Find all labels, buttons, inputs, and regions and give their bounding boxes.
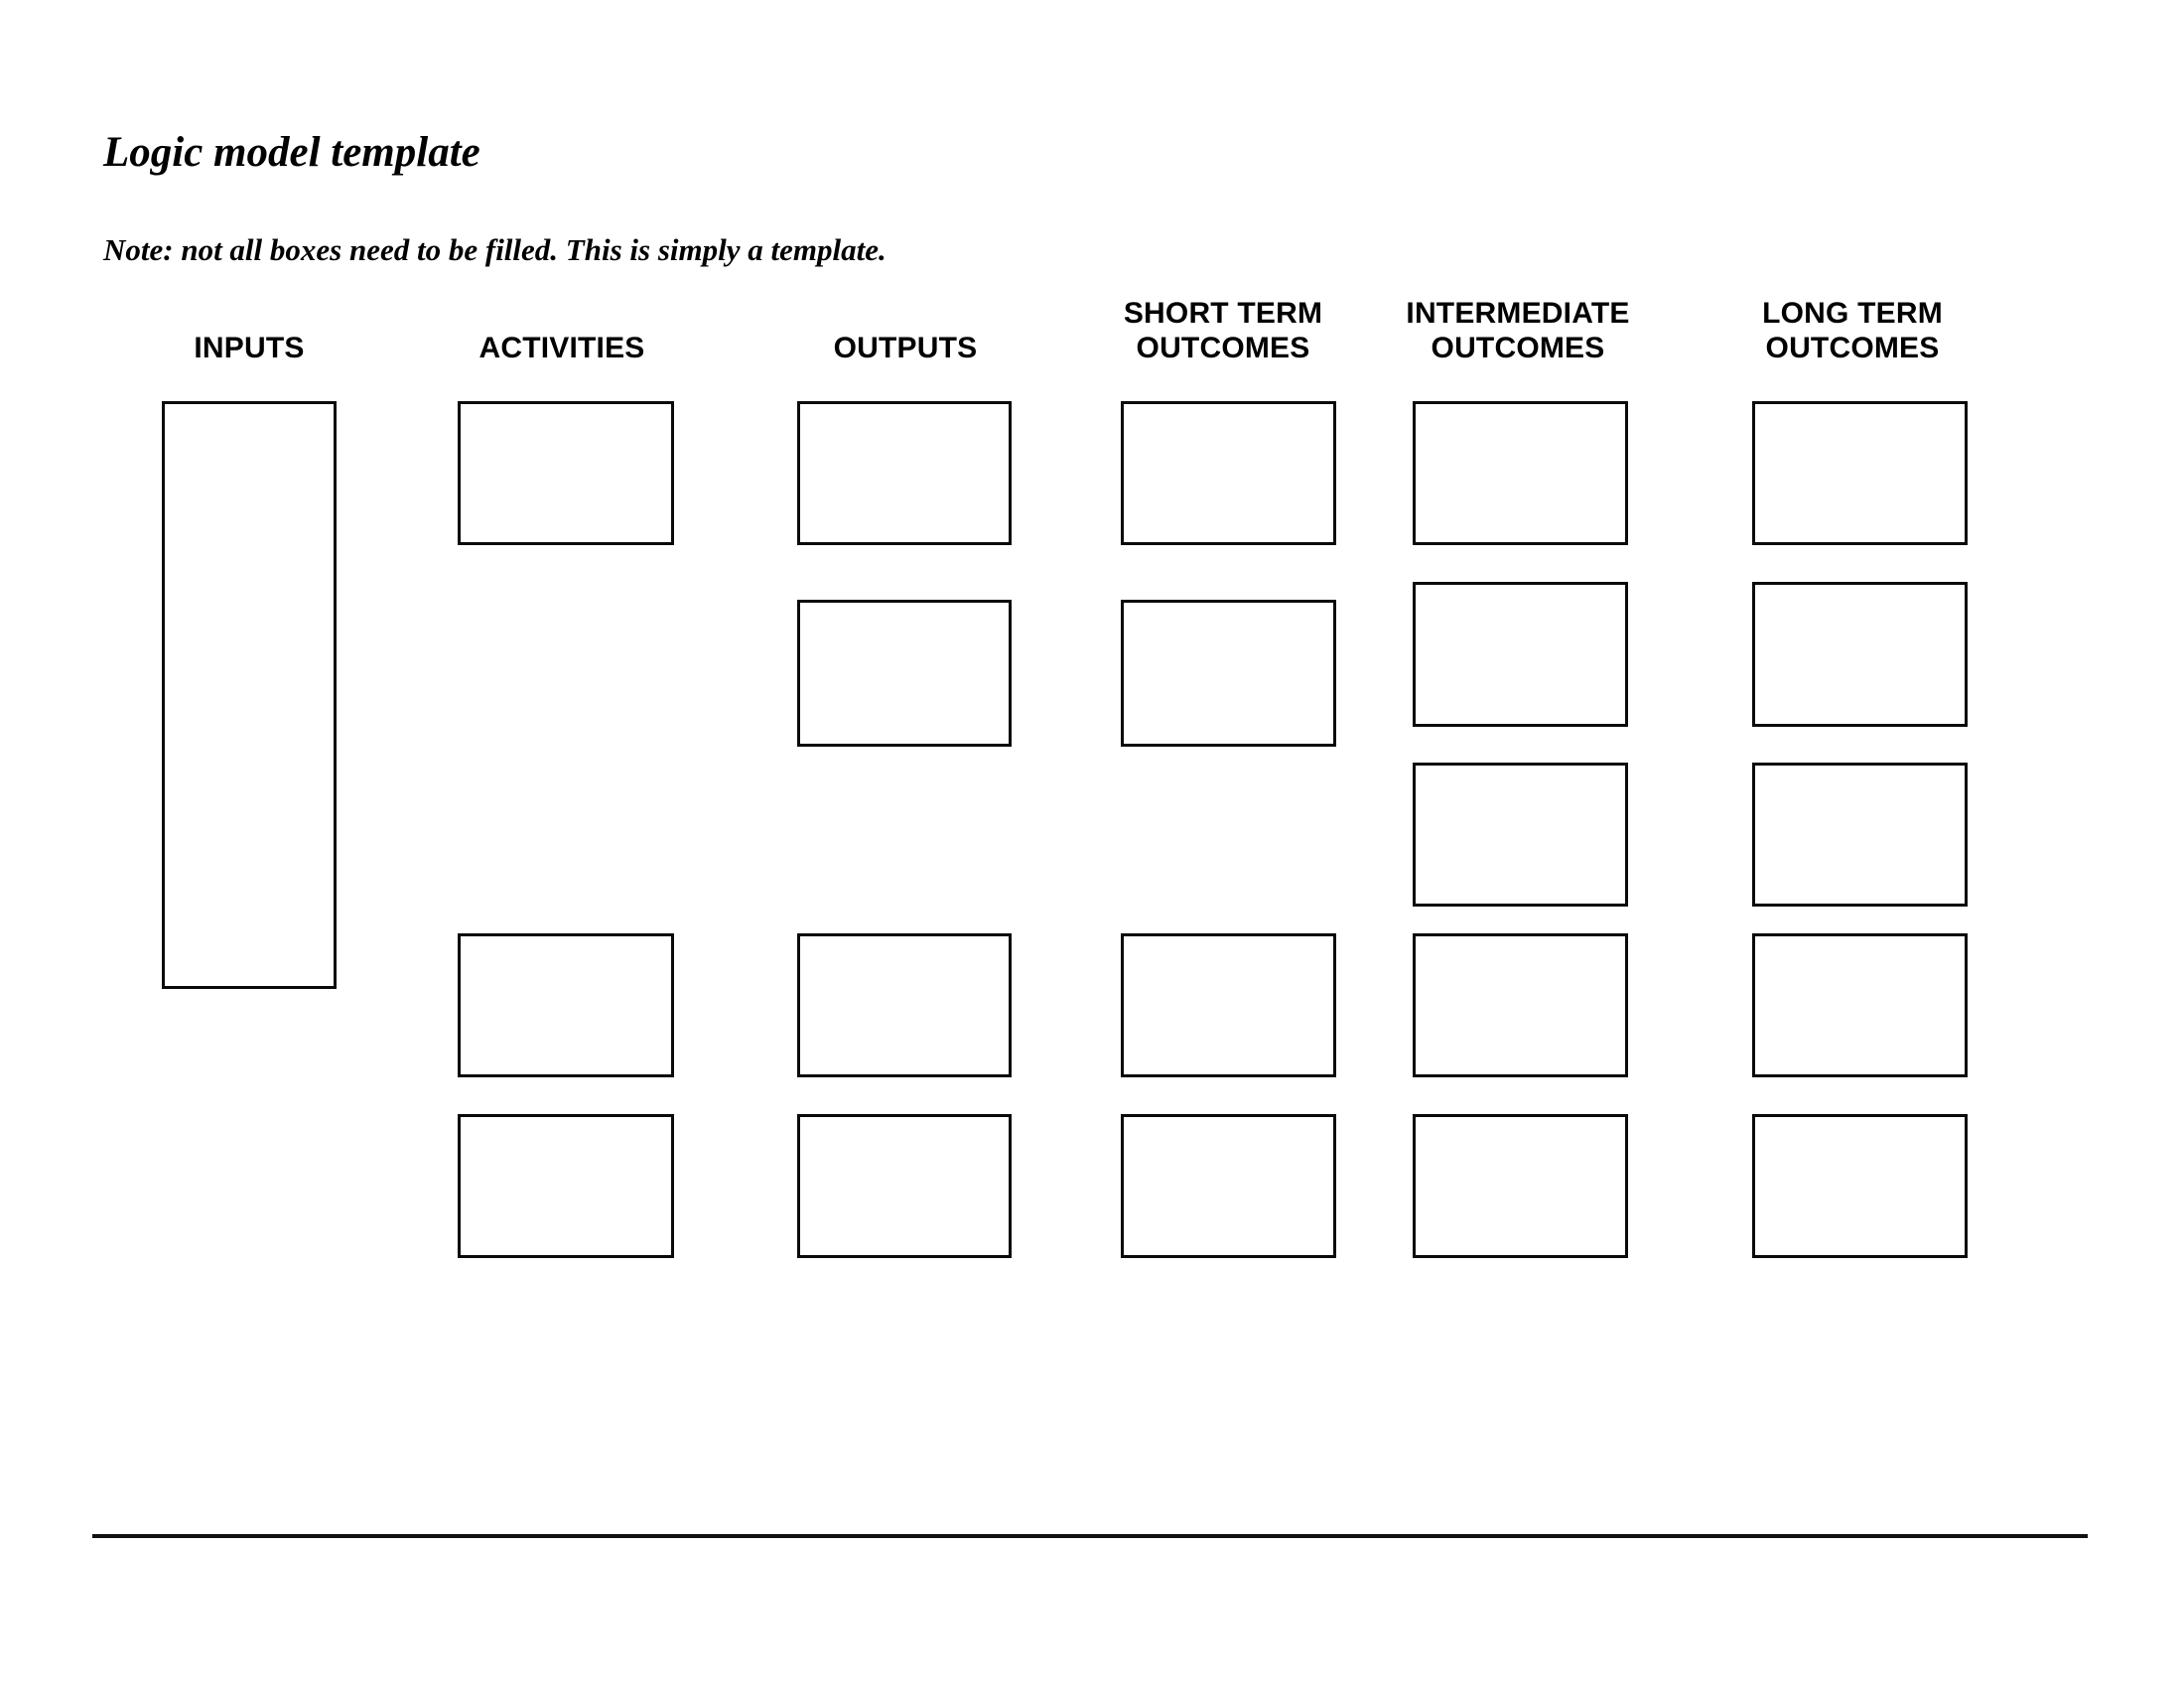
short-term-outcomes-box-row1	[1121, 401, 1336, 545]
intermediate-outcomes-box-row1	[1413, 401, 1628, 545]
page-title: Logic model template	[103, 129, 480, 176]
short-term-outcomes-box-row2	[1121, 600, 1336, 747]
long-term-outcomes-box-row2	[1752, 582, 1968, 727]
long-term-outcomes-box-row4	[1752, 933, 1968, 1077]
intermediate-outcomes-box-row3	[1413, 763, 1628, 907]
inputs-box	[162, 401, 337, 989]
short-term-outcomes-box-row5	[1121, 1114, 1336, 1258]
column-header-outputs: OUTPUTS	[833, 332, 978, 364]
intermediate-outcomes-box-row4	[1413, 933, 1628, 1077]
template-note: Note: not all boxes need to be filled. T…	[103, 232, 887, 267]
intermediate-outcomes-box-row5	[1413, 1114, 1628, 1258]
long-term-outcomes-box-row1	[1752, 401, 1968, 545]
footer-rule	[92, 1534, 2088, 1538]
outputs-box-row4	[797, 933, 1012, 1077]
column-header-inputs: INPUTS	[194, 332, 305, 364]
activities-box-row1	[458, 401, 674, 545]
long-term-outcomes-box-row5	[1752, 1114, 1968, 1258]
long-term-outcomes-box-row3	[1752, 763, 1968, 907]
activities-box-row5	[458, 1114, 674, 1258]
intermediate-outcomes-box-row2	[1413, 582, 1628, 727]
activities-box-row4	[458, 933, 674, 1077]
column-header-long-term-outcomes: LONG TERM OUTCOMES	[1762, 297, 1943, 364]
column-header-activities: ACTIVITIES	[478, 332, 645, 364]
outputs-box-row5	[797, 1114, 1012, 1258]
column-header-short-term-outcomes: SHORT TERM OUTCOMES	[1123, 297, 1323, 364]
outputs-box-row1	[797, 401, 1012, 545]
short-term-outcomes-box-row4	[1121, 933, 1336, 1077]
column-header-intermediate-outcomes: INTERMEDIATE OUTCOMES	[1406, 297, 1630, 364]
outputs-box-row2	[797, 600, 1012, 747]
